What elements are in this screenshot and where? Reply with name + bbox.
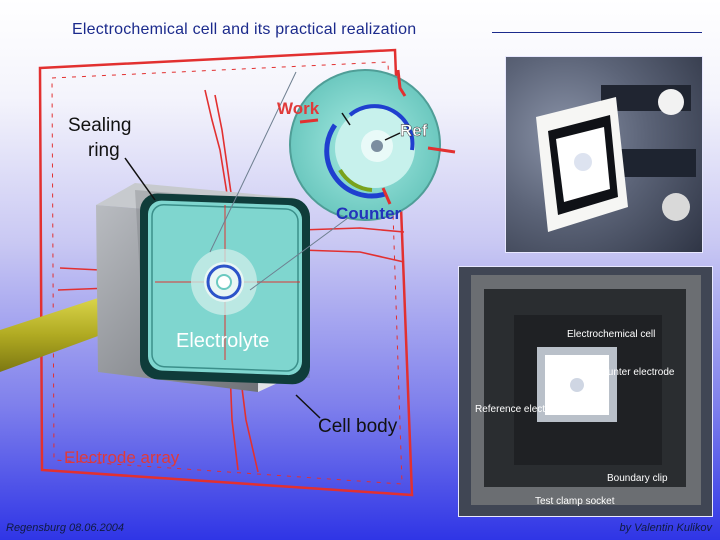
pointer-lines <box>124 112 401 419</box>
counter-label: Counter <box>336 204 402 223</box>
test-clamp-socket-label: Test clamp socket <box>535 496 615 507</box>
electrochemical-cell-label: Electrochemical cell <box>567 329 656 340</box>
electrode-array-label: Electrode array <box>64 448 180 467</box>
electrolyte-label: Electrolyte <box>176 330 269 352</box>
cell-photo <box>505 56 703 253</box>
sealing-ring-label-1: Sealing <box>68 115 131 136</box>
ref-label: Ref <box>400 121 428 140</box>
footer-author: by Valentin Kulikov <box>619 522 712 534</box>
slide-title: Electrochemical cell and its practical r… <box>72 21 417 38</box>
sealing-ring <box>191 249 257 315</box>
boundary-clip-label: Boundary clip <box>607 473 668 484</box>
footer-location-date: Regensburg 08.06.2004 <box>6 522 125 534</box>
title-rule <box>492 32 702 33</box>
work-label: Work <box>277 99 320 118</box>
reference-electrode-label: Reference electrode <box>475 404 566 415</box>
counter-electrode-label: Counter electrode <box>595 367 675 378</box>
test-socket-photo: Electrochemical cell Counter electrode R… <box>458 266 713 517</box>
sealing-ring-label-2: ring <box>88 140 120 161</box>
magnified-electrodes <box>289 69 456 221</box>
cable <box>0 298 98 372</box>
cell-body-label: Cell body <box>318 416 398 437</box>
